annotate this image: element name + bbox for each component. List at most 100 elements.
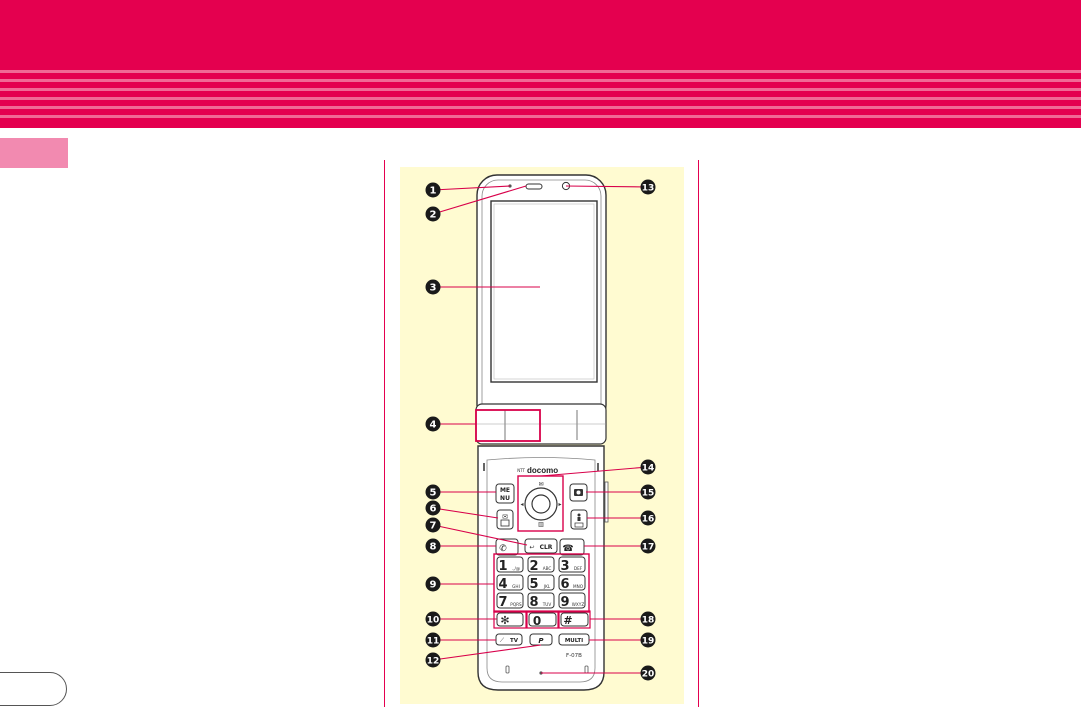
callout-12: 12 xyxy=(426,653,441,668)
callout-15: 15 xyxy=(641,485,656,500)
key-digit: 9 xyxy=(560,595,569,610)
key-letters: ABC xyxy=(543,566,552,571)
svg-text:#: # xyxy=(563,614,572,627)
key-8[interactable]: 8 TUV xyxy=(528,593,554,610)
key-3[interactable]: 3 DEF xyxy=(559,557,585,574)
callout-number: 8 xyxy=(430,542,437,553)
model-number: F-07B xyxy=(566,653,582,659)
svg-text:ME: ME xyxy=(500,487,510,494)
callout-11: 11 xyxy=(426,633,441,648)
key-letters: WXYZ xyxy=(572,602,585,607)
svg-text:TV: TV xyxy=(510,638,519,644)
clear-key[interactable]: CLR ↩ xyxy=(525,539,557,553)
receiver-slot xyxy=(526,184,542,189)
callout-number: 14 xyxy=(642,464,655,474)
key-digit: 4 xyxy=(498,577,507,592)
callout-17: 17 xyxy=(641,539,656,554)
mail-key[interactable]: ✉ xyxy=(497,510,513,529)
imode-key[interactable] xyxy=(571,510,587,529)
callout-19: 19 xyxy=(641,633,656,648)
callout-number: 12 xyxy=(427,657,440,667)
key-1[interactable]: 1 .,/@ xyxy=(497,557,523,574)
key-digit: 7 xyxy=(498,595,507,610)
menu-key[interactable]: ME NU xyxy=(496,484,514,503)
callout-number: 16 xyxy=(642,515,655,525)
callout-number: 5 xyxy=(430,488,437,499)
callout-number: 18 xyxy=(642,616,655,626)
key-4[interactable]: 4 GHI xyxy=(497,575,523,592)
key-letters: GHI xyxy=(512,584,520,589)
select-key[interactable] xyxy=(532,495,550,513)
callout-number: 1 xyxy=(430,186,437,197)
key-5[interactable]: 5 JKL xyxy=(528,575,554,592)
multi-key[interactable]: MULTI xyxy=(559,634,589,645)
callout-6: 6 xyxy=(426,501,441,516)
callout-14: 14 xyxy=(641,460,656,475)
key-6[interactable]: 6 MNO xyxy=(559,575,585,592)
key-letters: .,/@ xyxy=(512,566,520,571)
tv-key[interactable]: TV ⟋ xyxy=(496,634,522,645)
key-2[interactable]: 2 ABC xyxy=(528,557,554,574)
svg-text:0: 0 xyxy=(533,614,541,628)
callout-5: 5 xyxy=(426,485,441,500)
svg-text:MULTI: MULTI xyxy=(565,638,583,644)
key-letters: MNO xyxy=(573,584,584,589)
call-key[interactable]: ✆ xyxy=(496,539,518,555)
nav-up-icon: ✉ xyxy=(538,481,543,488)
callout-number: 9 xyxy=(430,580,437,591)
callout-3: 3 xyxy=(426,280,441,295)
star-key[interactable]: ✻ xyxy=(497,613,523,627)
callout-number: 4 xyxy=(430,420,437,431)
left-strap-tab xyxy=(483,463,485,471)
nav-left-icon: ◂ xyxy=(520,501,523,508)
hash-key[interactable]: # xyxy=(561,613,588,627)
brand-prefix: NTT xyxy=(517,468,525,473)
callout-10: 10 xyxy=(426,612,441,627)
callout-9: 9 xyxy=(426,577,441,592)
svg-text:☎: ☎ xyxy=(562,544,573,554)
camera-key[interactable] xyxy=(570,484,587,501)
nav-right-icon: ▸ xyxy=(558,501,561,508)
callout-number: 17 xyxy=(642,543,655,553)
main-display xyxy=(491,201,597,382)
key-letters: PQRS xyxy=(510,602,522,607)
callout-18: 18 xyxy=(641,612,656,627)
p-key[interactable]: P xyxy=(530,634,552,645)
docomo-logo: docomo xyxy=(527,466,558,475)
callout-number: 15 xyxy=(642,489,655,499)
power-end-key[interactable]: ☎ xyxy=(560,539,584,555)
key-digit: 3 xyxy=(560,559,569,574)
callout-number: 11 xyxy=(427,637,440,647)
key-digit: 1 xyxy=(498,559,507,574)
key-letters: JKL xyxy=(543,584,551,589)
svg-text:CLR: CLR xyxy=(540,544,553,551)
svg-text:✆: ✆ xyxy=(499,544,507,554)
callout-13: 13 xyxy=(641,180,656,195)
key-letters: DEF xyxy=(574,566,583,571)
svg-text:↩: ↩ xyxy=(529,544,534,551)
svg-text:P: P xyxy=(538,637,544,645)
key-digit: 2 xyxy=(529,559,538,574)
callout-number: 3 xyxy=(430,283,437,294)
key-digit: 6 xyxy=(560,577,569,592)
callout-number: 13 xyxy=(642,184,655,194)
side-key xyxy=(605,482,608,522)
callout-number: 10 xyxy=(427,616,440,626)
callout-8: 8 xyxy=(426,539,441,554)
nav-down-icon: ▥ xyxy=(538,521,544,528)
key-letters: TUV xyxy=(542,602,552,607)
zero-key[interactable]: 0 xyxy=(529,613,556,628)
callout-16: 16 xyxy=(641,511,656,526)
key-digit: 8 xyxy=(529,595,538,610)
callout-2: 2 xyxy=(426,207,441,222)
callout-7: 7 xyxy=(426,518,441,533)
svg-text:✻: ✻ xyxy=(500,614,509,627)
callout-1: 1 xyxy=(426,183,441,198)
svg-text:NU: NU xyxy=(500,495,510,502)
callout-20: 20 xyxy=(641,666,656,681)
right-strap-tab xyxy=(597,463,599,471)
key-digit: 5 xyxy=(529,577,538,592)
